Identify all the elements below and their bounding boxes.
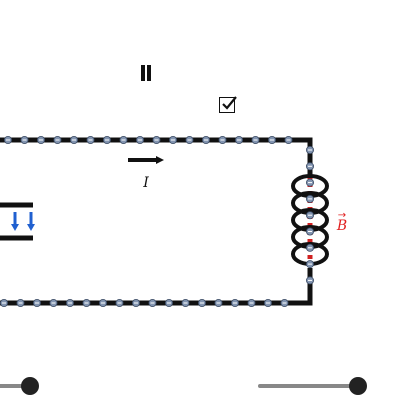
electron	[267, 135, 276, 144]
electron	[201, 135, 210, 144]
electron	[99, 298, 108, 307]
pause-button[interactable]	[136, 62, 156, 86]
electron	[263, 298, 272, 307]
electron	[49, 298, 58, 307]
electron	[305, 243, 314, 252]
electron	[131, 298, 140, 307]
electron	[305, 194, 314, 203]
field-arrow	[27, 212, 35, 231]
electron	[218, 135, 227, 144]
electric-field-arrows	[11, 212, 35, 231]
field-label: B	[336, 218, 347, 234]
electron	[185, 135, 194, 144]
electron	[251, 135, 260, 144]
electron	[284, 135, 293, 144]
electron	[4, 135, 12, 144]
electron	[164, 298, 173, 307]
electron	[305, 178, 314, 187]
electron	[66, 298, 75, 307]
electron	[70, 135, 79, 144]
electron	[168, 135, 177, 144]
electron	[16, 298, 25, 307]
electron	[135, 135, 144, 144]
electrons	[0, 135, 314, 307]
inductor-coil	[291, 174, 329, 268]
current-arrow	[128, 156, 164, 164]
pause-icon	[141, 65, 145, 81]
electron	[0, 298, 8, 307]
electron	[305, 260, 314, 269]
electron	[234, 135, 243, 144]
checkmark-icon	[222, 96, 237, 110]
left-slider[interactable]	[0, 377, 39, 395]
current-label: I	[142, 175, 149, 191]
electron	[305, 162, 314, 171]
electron	[305, 227, 314, 236]
electron	[20, 135, 29, 144]
electron	[115, 298, 124, 307]
electron	[305, 145, 314, 154]
electron	[305, 211, 314, 220]
electron	[230, 298, 239, 307]
electron	[53, 135, 62, 144]
electron	[247, 298, 256, 307]
electron	[37, 135, 46, 144]
electron	[181, 298, 190, 307]
left-slider-knob[interactable]	[21, 377, 39, 395]
electron	[148, 298, 157, 307]
right-slider[interactable]	[258, 377, 367, 395]
electron	[214, 298, 223, 307]
electron	[86, 135, 95, 144]
field-vector-arrow: →	[338, 210, 346, 221]
electron	[280, 298, 289, 307]
electron	[119, 135, 128, 144]
electron	[103, 135, 112, 144]
show-field-checkbox[interactable]	[219, 96, 237, 113]
field-arrow	[11, 212, 19, 231]
electron	[197, 298, 206, 307]
right-slider-knob[interactable]	[349, 377, 367, 395]
electron	[305, 276, 314, 285]
electron	[152, 135, 161, 144]
electron	[33, 298, 42, 307]
electron	[82, 298, 91, 307]
